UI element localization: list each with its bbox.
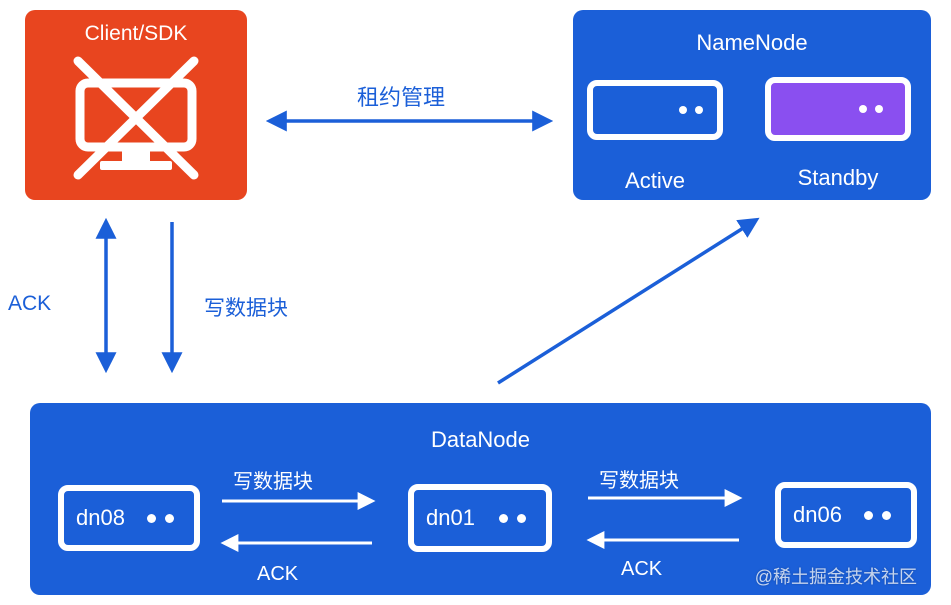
status-dot	[517, 513, 526, 523]
lease-management-label: 租约管理	[357, 85, 446, 110]
datanode-title: DataNode	[430, 427, 531, 452]
status-dot	[695, 106, 703, 114]
status-dot	[499, 513, 508, 523]
edge-write-label: 写数据块	[233, 471, 313, 493]
status-dot	[875, 105, 883, 113]
status-dot	[165, 513, 174, 523]
status-dot	[859, 105, 867, 113]
datanode-name: dn01	[426, 505, 475, 530]
standby-namenode-server	[765, 77, 911, 141]
namenode-title: NameNode	[696, 30, 808, 55]
client-sdk-box: Client/SDK	[25, 10, 247, 200]
datanode-server-dn01: dn01	[408, 484, 552, 552]
client-ack-label: ACK	[8, 292, 52, 315]
datanode-server-dn08: dn08	[58, 485, 200, 551]
status-dot	[147, 513, 156, 523]
datanode-box: DataNode dn08 dn01 dn06 写数据块 ACK 写数据块 AC…	[30, 403, 931, 595]
disabled-monitor-icon	[73, 56, 199, 180]
datanode-to-namenode-arrow	[497, 217, 760, 385]
edge-ack-label: ACK	[257, 563, 299, 585]
edge-ack-label: ACK	[621, 558, 663, 580]
datanode-name: dn06	[793, 502, 842, 527]
active-namenode-server	[587, 80, 723, 140]
client-write-label: 写数据块	[204, 297, 288, 320]
active-label: Active	[625, 168, 685, 193]
status-dot	[864, 510, 873, 520]
namenode-box: NameNode Active Standby	[573, 10, 931, 200]
datanode-server-dn06: dn06	[775, 482, 917, 548]
client-title: Client/SDK	[84, 22, 188, 45]
standby-label: Standby	[797, 165, 879, 190]
datanode-name: dn08	[76, 505, 125, 530]
watermark: @稀土掘金技术社区	[754, 567, 917, 587]
edge-write-label: 写数据块	[599, 470, 679, 492]
status-dot	[679, 106, 687, 114]
status-dot	[882, 510, 891, 520]
